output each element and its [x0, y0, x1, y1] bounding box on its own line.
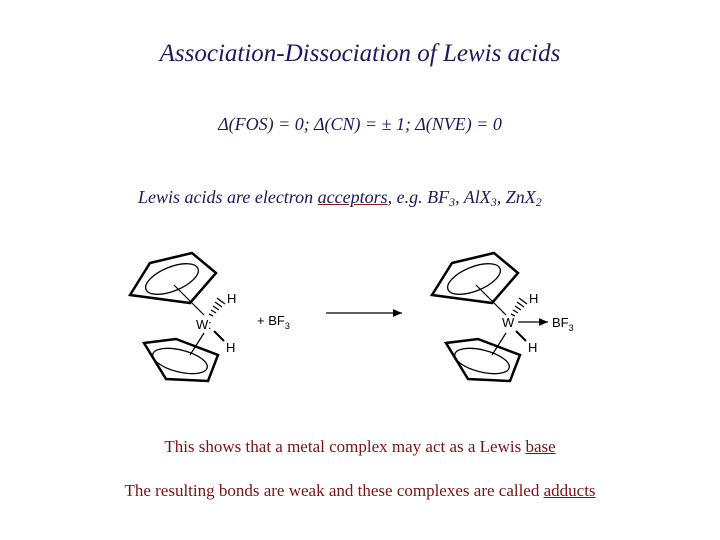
base-term: base [525, 437, 556, 456]
cp-ring-top-left [127, 251, 218, 305]
cp-ring-top-right [429, 251, 520, 305]
h-bottom-right: H [528, 340, 537, 355]
hashed-bond-top-left [208, 297, 226, 317]
bf-subscript: 3 [449, 195, 456, 209]
slide-title: Association-Dissociation of Lewis acids [159, 40, 561, 67]
znx-subscript: 2 [535, 195, 542, 209]
acceptors-term: acceptors [317, 187, 388, 207]
bf3-acceptor: BF3 [552, 315, 574, 333]
conservation-rule: Δ(FOS) = 0; Δ(CN) = ± 1; Δ(NVE) = 0 [0, 114, 720, 135]
statement-text: This shows that a metal complex may act … [164, 437, 526, 456]
hashed-bond-top-right [510, 297, 528, 317]
left-complex: W: H H [127, 251, 236, 383]
h-top-left: H [227, 291, 236, 306]
fos-rule: Δ(FOS) = 0; [218, 114, 310, 134]
right-complex: W H H BF3 [429, 251, 574, 383]
nve-rule: Δ(NVE) = 0 [415, 114, 502, 134]
definition-text: Lewis acids are electron [138, 187, 318, 207]
lewis-acid-definition: Lewis acids are electron acceptors, e.g.… [138, 187, 542, 210]
cp-ring-bottom-left [141, 332, 220, 383]
cp-ring-bottom-right [443, 332, 522, 383]
statement-text: The resulting bonds are weak and these c… [124, 481, 544, 500]
alx-subscript: 3 [490, 195, 497, 209]
adducts-statement: The resulting bonds are weak and these c… [0, 481, 720, 501]
bond-bottom-left [213, 330, 225, 342]
metal-label-left: W: [196, 317, 212, 332]
adducts-term: adducts [543, 481, 596, 500]
cn-rule: Δ(CN) = ± 1; [313, 114, 412, 134]
metal-label-right: W [502, 315, 515, 330]
example-alx: , AlX [455, 187, 491, 207]
h-top-right: H [529, 291, 538, 306]
h-bottom-left: H [226, 340, 235, 355]
example-bf: , e.g. BF [387, 187, 450, 207]
reaction-scheme: W: H H + BF3 W H H BF3 [127, 251, 574, 383]
bf3-reagent: + BF3 [257, 313, 290, 331]
lewis-base-statement: This shows that a metal complex may act … [0, 437, 720, 457]
example-znx: , ZnX [496, 187, 536, 207]
bond-bottom-right [515, 330, 527, 342]
